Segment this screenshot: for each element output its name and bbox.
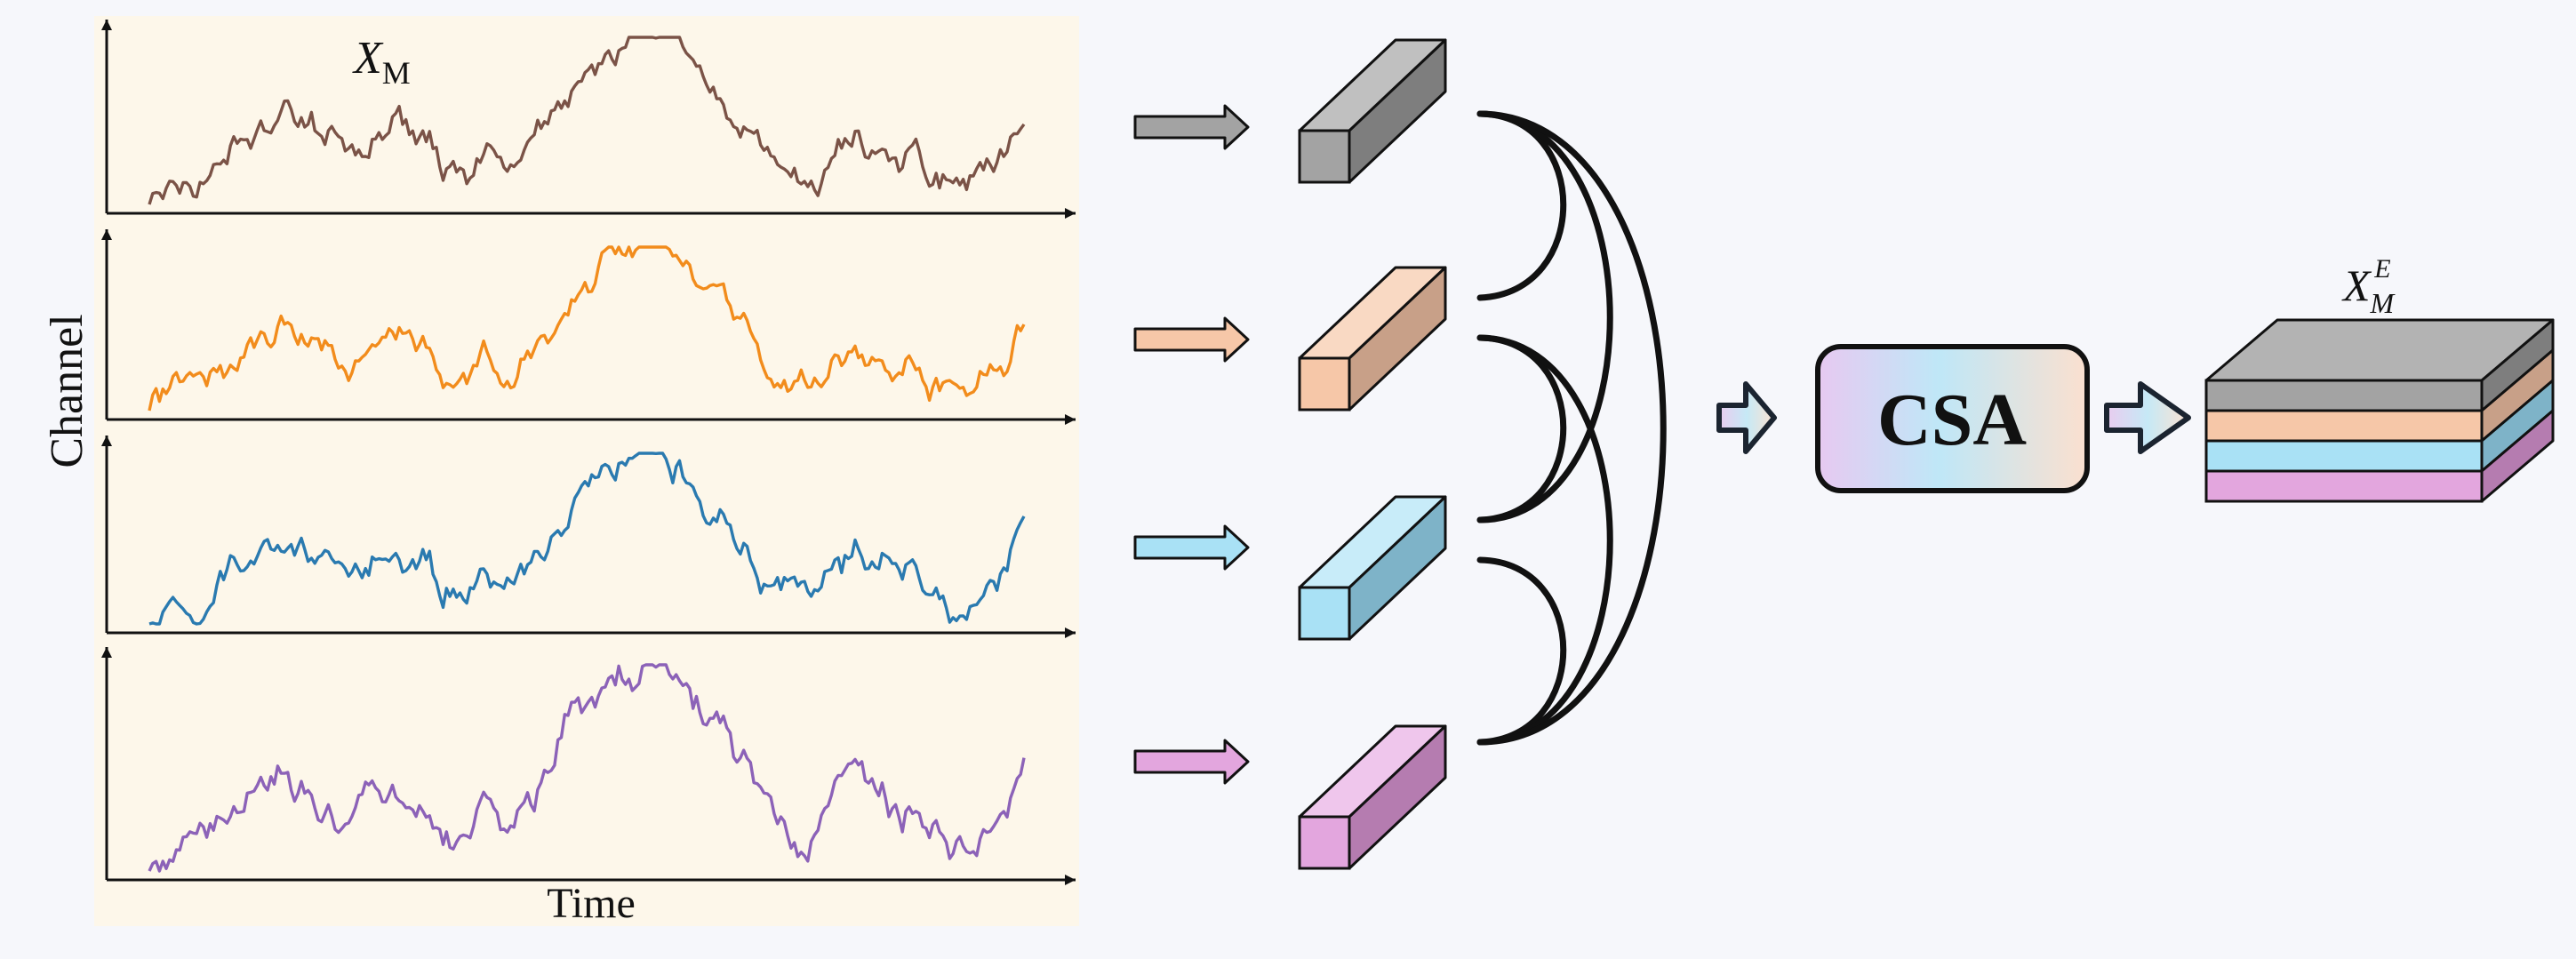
channel-arrow-icon [1133,104,1250,150]
box-front-face [1298,586,1351,641]
series-plot-ch4 [101,647,1076,885]
box-front-face [1298,815,1351,870]
output-layer-ch3 [2204,439,2484,473]
channel-arrow-icon [1133,316,1250,363]
input-symbol: XM [352,33,411,91]
attention-arcs [1476,110,1667,746]
series-plot-ch3 [101,436,1076,638]
plot-y-axis-arrow-icon [101,229,112,240]
plot-y-axis-arrow-icon [101,436,112,446]
series-line [148,452,1026,626]
channel-arrows [1133,104,1250,785]
time-series-plots [101,20,1076,885]
token-box-ch4 [1298,724,1447,870]
plot-y-axis-arrow-icon [101,20,112,30]
output-symbol: XME [2341,254,2396,319]
attention-arc [1476,334,1613,746]
attention-arc [1476,110,1667,746]
box-front-face [1298,356,1351,412]
token-box-ch2 [1298,266,1447,412]
time-series-panel [94,16,1079,926]
plot-y-axis-arrow-icon [101,647,112,658]
output-stack [2204,318,2555,503]
output-layer-ch1 [2204,379,2484,412]
series-plot-ch1 [101,20,1076,219]
plot-x-axis-arrow-icon [1065,414,1076,425]
output-layer-ch4 [2204,469,2484,503]
box-front-face [1298,129,1351,184]
series-line [148,36,1026,205]
plot-x-axis-arrow-icon [1065,875,1076,885]
token-box-ch1 [1298,38,1447,184]
channel-arrow-icon [1133,739,1250,785]
attention-arc [1476,110,1613,523]
csa-module [1815,344,2090,493]
csa-module-label: CSA [1877,379,2027,461]
series-line [148,245,1026,412]
y-axis-label: Channel [42,314,92,468]
token-box-ch3 [1298,495,1447,641]
plot-x-axis-arrow-icon [1065,208,1076,219]
hollow-arrow-to-output-icon [2104,381,2191,454]
channel-token-boxes [1298,38,1447,870]
series-line [148,663,1026,873]
output-layer-ch2 [2204,409,2484,443]
plot-x-axis-arrow-icon [1065,627,1076,638]
channel-arrow-icon [1133,524,1250,571]
hollow-arrow-to-csa-icon [1716,381,1777,454]
series-plot-ch2 [101,229,1076,425]
x-axis-label: Time [547,880,636,927]
